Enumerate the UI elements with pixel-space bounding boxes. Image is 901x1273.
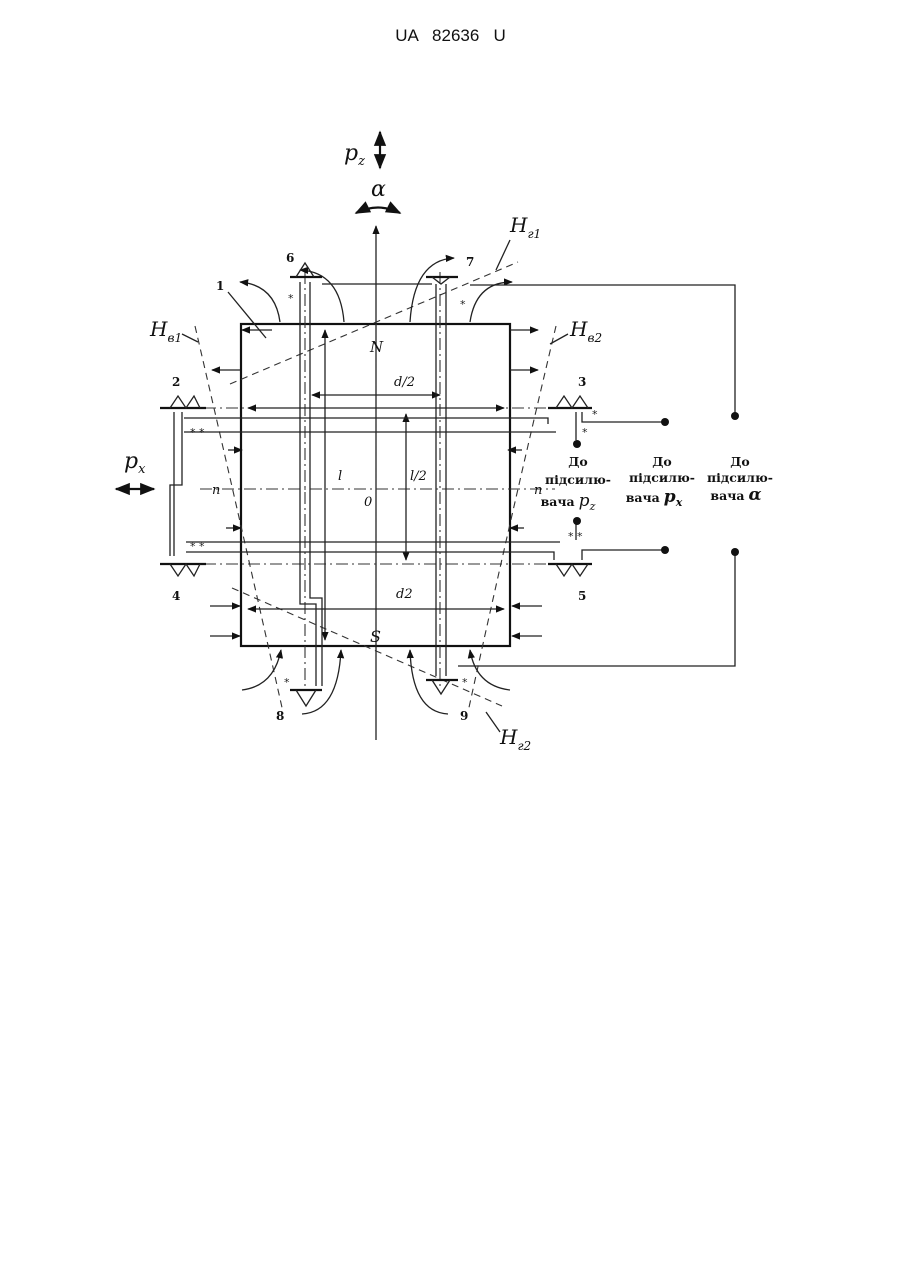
polarity-mark: * * bbox=[190, 540, 205, 553]
dim-l-half-label: l/2 bbox=[410, 469, 427, 484]
sensor-number-2: 2 bbox=[172, 375, 180, 389]
leader-hv1 bbox=[182, 334, 198, 342]
flux-curve bbox=[240, 282, 280, 322]
svg-text:підсилю-: підсилю- bbox=[545, 472, 611, 487]
polarity-mark: * * bbox=[190, 426, 205, 439]
svg-text:вачаpz: вачаpz bbox=[541, 491, 596, 513]
wire-sensor-7-9 bbox=[436, 284, 446, 676]
wire-2-4 bbox=[170, 412, 182, 556]
polarity-mark: * bbox=[284, 676, 290, 689]
hg2-label: Hг2 bbox=[499, 725, 531, 753]
px-symbol: px bbox=[124, 449, 146, 477]
terminal-px-top bbox=[661, 418, 669, 426]
dim-d-half-label: d/2 bbox=[394, 375, 415, 390]
terminal-pz-top bbox=[573, 440, 581, 448]
sensor-number-5: 5 bbox=[578, 589, 586, 603]
wire-upper-left bbox=[184, 418, 556, 432]
polarity-mark: * bbox=[460, 298, 466, 311]
field-line-hv1 bbox=[195, 326, 283, 712]
sensor-2-body bbox=[170, 396, 200, 408]
svg-text:вачаpx: вачаpx bbox=[626, 487, 683, 509]
hv2-label: Hв2 bbox=[569, 317, 602, 345]
terminal-pz-bottom bbox=[573, 517, 581, 525]
hv1-label: Hв1 bbox=[149, 317, 182, 345]
leader-sensor-1 bbox=[228, 292, 266, 338]
sensor-3-body bbox=[556, 396, 588, 408]
pz-symbol: pz bbox=[344, 141, 365, 169]
polarity-mark: * bbox=[582, 426, 588, 439]
flux-curve bbox=[242, 650, 281, 690]
polarity-mark: * * bbox=[568, 530, 583, 543]
polarity-mark: * bbox=[288, 292, 294, 305]
svg-text:вачаα: вачаα bbox=[710, 485, 761, 505]
wire-sensor-6-8 bbox=[300, 282, 316, 686]
pole-s-label: S bbox=[370, 627, 381, 646]
axis-n-left: n bbox=[212, 483, 220, 498]
pole-n-label: N bbox=[369, 338, 384, 356]
sensor-number-1: 1 bbox=[216, 279, 224, 293]
sensor-number-4: 4 bbox=[172, 589, 180, 603]
svg-text:підсилю-: підсилю- bbox=[707, 470, 773, 485]
caption-amp-px: До підсилю- вачаpx bbox=[626, 454, 695, 509]
dim-d2-label: d2 bbox=[396, 587, 413, 602]
svg-text:До: До bbox=[730, 454, 749, 469]
caption-amp-alpha: До підсилю- вачаα bbox=[707, 454, 773, 505]
terminal-alpha-top bbox=[731, 412, 739, 420]
alpha-symbol: α bbox=[371, 177, 386, 202]
terminal-alpha-bottom bbox=[731, 548, 739, 556]
sensor-4-body bbox=[170, 564, 200, 576]
wire-right-3 bbox=[576, 412, 664, 440]
hg1-label: Hг1 bbox=[509, 213, 541, 241]
origin-label: 0 bbox=[364, 495, 372, 510]
flux-curve bbox=[470, 650, 510, 690]
svg-text:До: До bbox=[568, 454, 587, 469]
flux-curve bbox=[410, 258, 454, 322]
leader-hg2 bbox=[486, 712, 500, 732]
field-line-hv2 bbox=[468, 326, 556, 712]
svg-text:підсилю-: підсилю- bbox=[629, 470, 695, 485]
caption-amp-pz: До підсилю- вачаpz bbox=[541, 454, 611, 513]
polarity-mark: * bbox=[462, 676, 468, 689]
terminal-px-bottom bbox=[661, 546, 669, 554]
dim-l-label: l bbox=[338, 469, 342, 484]
sensor-8-body bbox=[296, 690, 316, 706]
flux-curve bbox=[470, 282, 512, 322]
flux-curve bbox=[410, 650, 448, 714]
sensor-number-6: 6 bbox=[286, 251, 294, 265]
sensor-number-8: 8 bbox=[276, 709, 284, 723]
polarity-mark: * bbox=[592, 408, 598, 421]
sensor-number-7: 7 bbox=[466, 255, 474, 269]
sensor-number-3: 3 bbox=[578, 375, 586, 389]
alpha-rotation-arrow bbox=[356, 208, 400, 214]
sensor-5-body bbox=[556, 564, 588, 576]
svg-text:До: До bbox=[652, 454, 671, 469]
wire-right-5 bbox=[576, 524, 664, 560]
sensor-number-9: 9 bbox=[460, 709, 468, 723]
leader-hg1 bbox=[496, 240, 510, 270]
